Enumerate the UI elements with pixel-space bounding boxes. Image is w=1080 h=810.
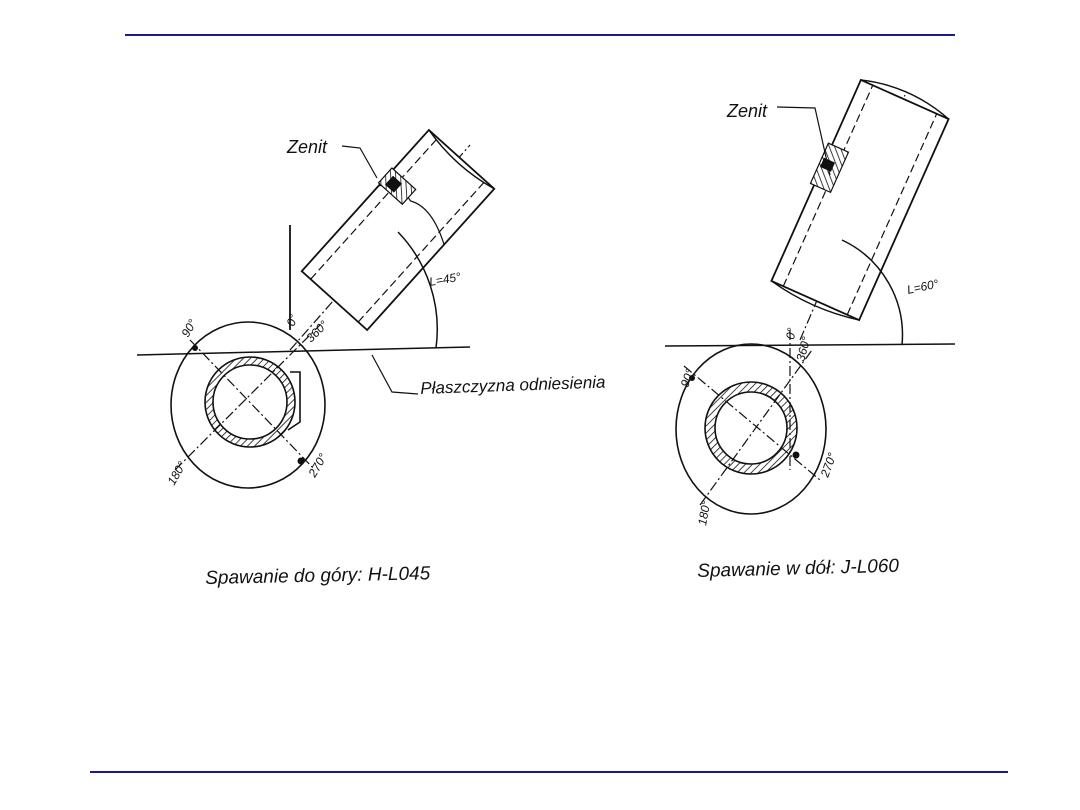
left-deg-360-label: 360°	[303, 318, 331, 346]
left-caption: Spawanie do góry: H-L045	[205, 563, 431, 589]
right-angle-label: L=60°	[906, 277, 940, 297]
left-pipe-axis	[289, 144, 471, 351]
left-zenith-label: Zenit	[286, 137, 328, 157]
left-axis-180-360	[174, 324, 321, 471]
left-angle-label: L=45°	[428, 270, 462, 289]
right-angle-arc	[841, 239, 904, 346]
bottom-rule	[90, 771, 1008, 773]
right-axis-180-360	[699, 349, 813, 506]
left-reference-line	[136, 346, 471, 356]
left-inclined-pipe	[300, 128, 496, 332]
left-outer-circle	[170, 321, 326, 489]
right-deg-270-label: 270°	[817, 451, 839, 480]
left-deg-180-label: 180°	[164, 459, 189, 488]
right-outer-circle	[675, 343, 827, 515]
right-pipe-bore	[714, 391, 788, 465]
left-deg-90-label: 90°	[178, 317, 199, 340]
right-diagram	[664, 78, 956, 515]
top-rule	[125, 34, 955, 36]
right-deg-90-label: 90°	[678, 367, 697, 389]
right-axis-90-270	[683, 365, 821, 481]
right-deg-360-label: 360°	[793, 335, 813, 363]
left-diagram	[136, 128, 496, 489]
right-deg-180-label: 180°	[695, 499, 713, 526]
left-deg-0-label: 0°	[284, 312, 301, 328]
right-reference-line	[664, 343, 956, 347]
right-zenith-label: Zenit	[726, 101, 768, 121]
left-angle-arc	[397, 231, 439, 349]
right-deg-0-label: 0°	[783, 327, 799, 341]
left-axis-90-270	[189, 339, 316, 471]
